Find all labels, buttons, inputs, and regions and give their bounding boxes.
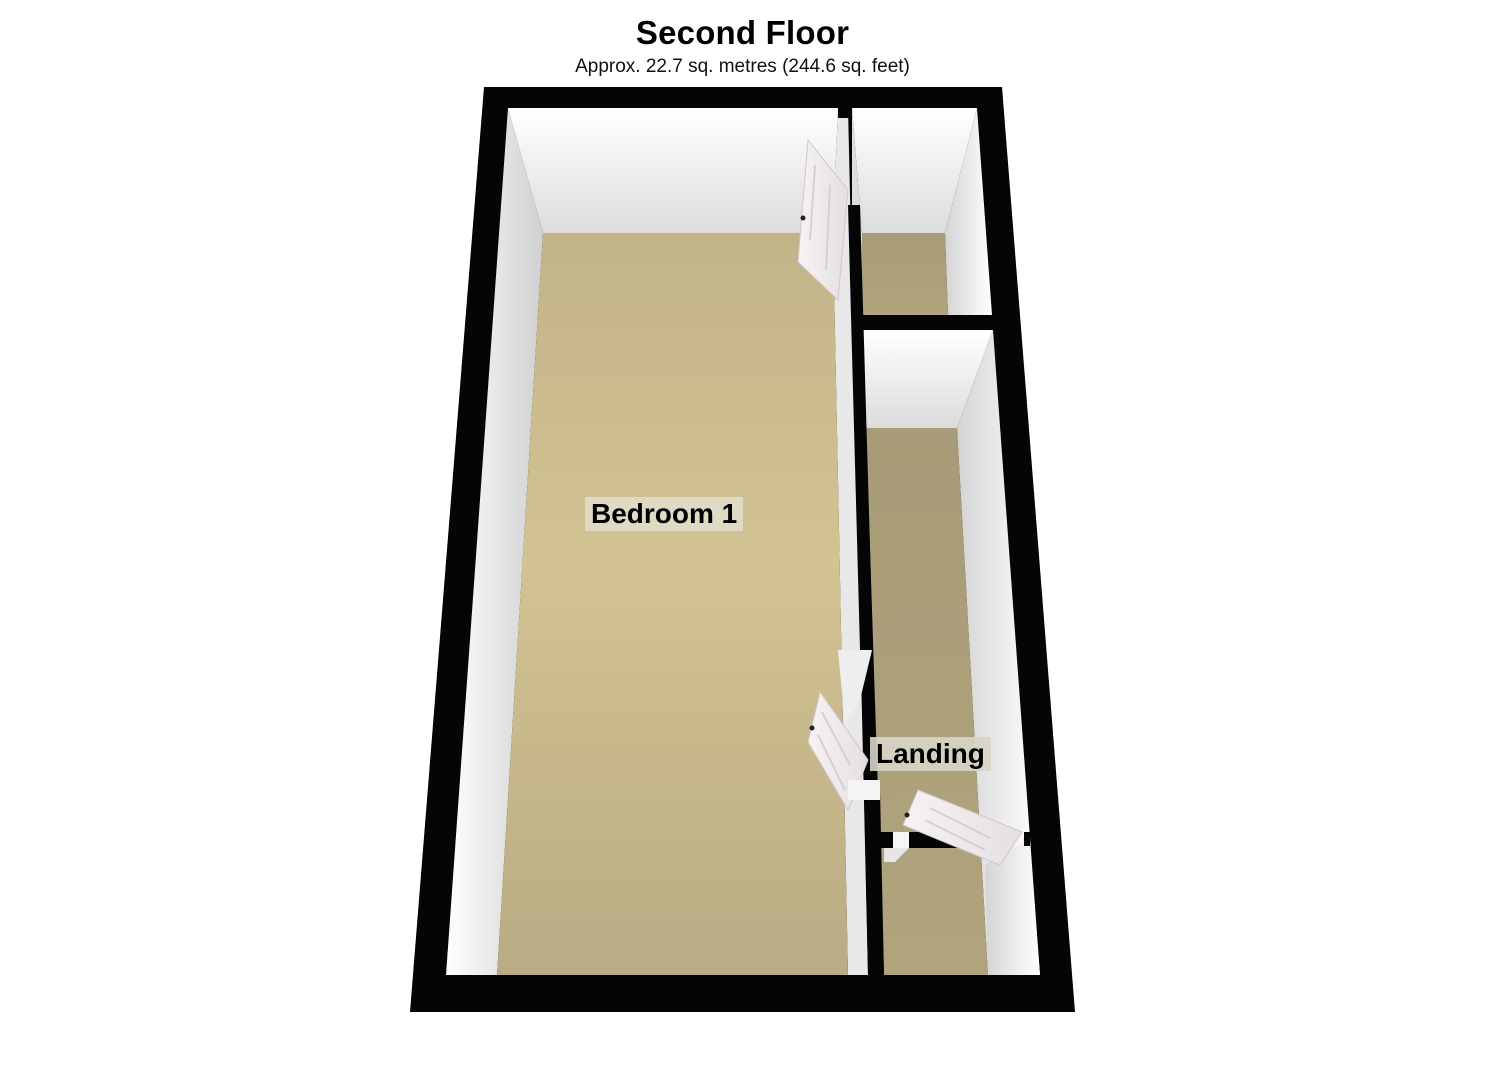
closet xyxy=(852,108,992,315)
door-jamb-left xyxy=(893,832,909,848)
floor-title: Second Floor xyxy=(635,14,850,51)
partition-stub xyxy=(838,108,852,118)
partition-wall-upper xyxy=(848,205,873,650)
room-label-landing: Landing xyxy=(870,737,991,771)
room-label-bedroom-1: Bedroom 1 xyxy=(585,497,744,531)
door-landing xyxy=(902,789,1023,866)
floor-area: Approx. 22.7 sq. metres (244.6 sq. feet) xyxy=(575,56,910,77)
door-closet xyxy=(797,138,849,302)
divider-wall xyxy=(852,315,994,327)
door-bedroom xyxy=(807,650,880,812)
partition-wall-lower xyxy=(864,790,884,975)
